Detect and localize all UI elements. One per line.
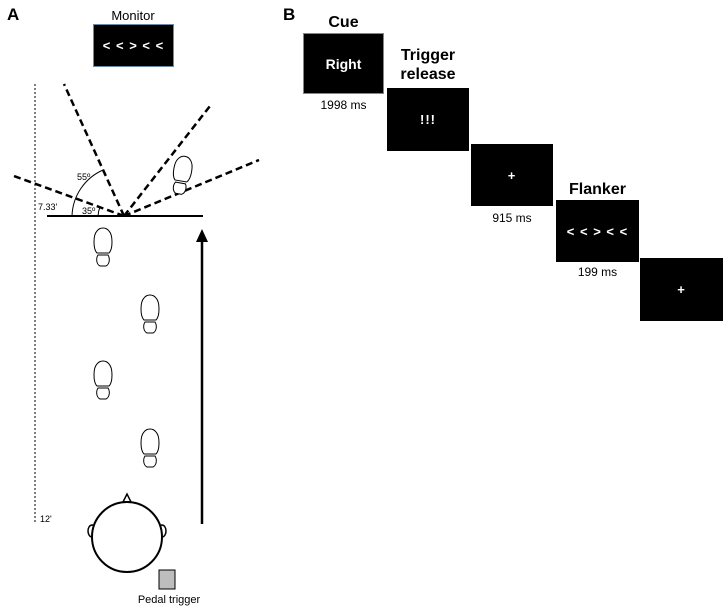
flanker-content: < < > < < [566, 223, 629, 239]
monitor-stimulus: < < > < < [102, 38, 165, 53]
cue-title: Cue [328, 14, 359, 31]
cue-content: Right [325, 55, 362, 72]
footprint-icon [93, 360, 113, 400]
viewing-angle-lines [10, 83, 260, 218]
distance-near-label: 7.33' [38, 202, 58, 212]
flanker-screen: < < > < < [556, 200, 639, 262]
panel-b-label: B [283, 5, 296, 24]
angle-55-label: 55º [77, 172, 91, 182]
fixation-1-duration: 915 ms [492, 211, 532, 225]
fixation-screen-2: + [640, 258, 723, 321]
monitor-label: Monitor [111, 8, 155, 23]
fixation-screen-1: + [471, 144, 553, 206]
trigger-release-title: Trigger release [400, 47, 456, 83]
fixation-1-content: + [507, 167, 517, 183]
footprint-icon [140, 294, 160, 334]
angle-arc-55 [71, 169, 104, 217]
monitor-screen: < < > < < [93, 24, 174, 67]
trigger-release-content: !!! [420, 112, 436, 127]
arrow-head-icon [196, 229, 208, 242]
footprint-icon [93, 227, 113, 267]
trigger-release-screen: !!! [387, 88, 469, 151]
footprint-icon [140, 428, 160, 468]
fixation-2-content: + [677, 282, 686, 297]
cue-duration: 1998 ms [320, 98, 367, 112]
pedal-trigger-icon [158, 569, 176, 590]
flanker-duration: 199 ms [577, 265, 618, 279]
panel-a-label: A [7, 5, 20, 24]
cue-screen: Right [303, 33, 384, 94]
pedal-trigger-label: Pedal trigger [137, 594, 201, 606]
flanker-title: Flanker [569, 181, 626, 198]
angle-arc-35 [97, 206, 101, 217]
angle-35-label: 35º [82, 206, 96, 216]
participant-head-icon [87, 492, 167, 573]
distance-far-label: 12' [40, 514, 52, 524]
